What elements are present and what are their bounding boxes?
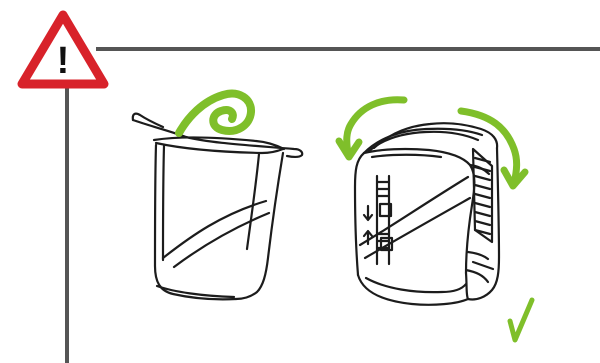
warning-triangle-icon: !	[22, 15, 104, 84]
closed-pannier-sketch	[355, 123, 499, 305]
warning-symbol: !	[57, 40, 70, 82]
roll-top-bag-sketch	[133, 114, 302, 300]
frame	[67, 49, 600, 363]
roll-direction-arrow-icon	[179, 94, 251, 133]
check-mark-icon	[510, 300, 532, 340]
